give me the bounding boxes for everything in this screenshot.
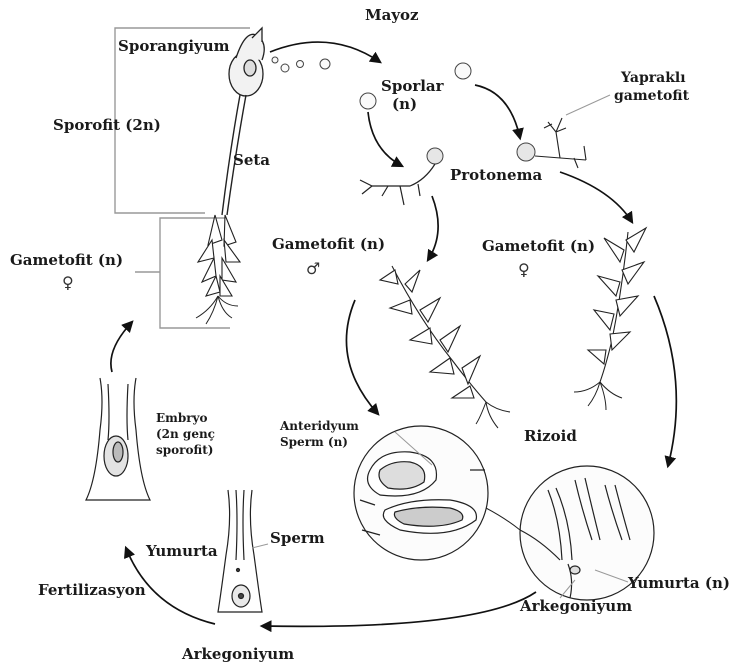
protonema-label: Protonema: [450, 167, 542, 184]
arkegoniyum-bottom-label: Arkegoniyum: [182, 646, 294, 663]
female-rhizoid-icon: [574, 382, 622, 410]
embryo-label: Embryo: [156, 412, 208, 426]
gametophyte-plant-icon: [198, 215, 240, 296]
yaprakli-label: Yapraklı: [621, 70, 686, 86]
yaprakli-gametofit-label: gametofit: [614, 88, 689, 104]
female-symbol-right: ♀: [518, 261, 530, 279]
sporlar-label: Sporlar: [381, 78, 444, 95]
sporangium-capsule-icon: [229, 28, 264, 96]
leader-line: [252, 544, 268, 548]
male-symbol: ♂: [306, 260, 320, 278]
yumurta-n-label: Yumurta (n): [628, 575, 730, 592]
gametofit-right-label: Gametofit (n): [482, 238, 595, 255]
male-rhizoid-icon: [476, 402, 510, 428]
rizoid-label: Rizoid: [524, 428, 577, 445]
sperm-label: Sperm: [270, 530, 325, 547]
embryo-icon: [86, 378, 150, 500]
sporangiyum-label: Sporangiyum: [118, 38, 230, 55]
sperm-path-connector: [486, 508, 520, 530]
embryo-sporofit-label: sporofit): [156, 444, 213, 458]
gametofit-left-label: Gametofit (n): [10, 252, 123, 269]
female-symbol-left: ♀: [62, 274, 74, 292]
leader-line: [566, 95, 610, 115]
protonema-icon: [360, 164, 435, 205]
seta-label: Seta: [233, 152, 270, 169]
sporlar-n-label: (n): [392, 96, 417, 113]
anteridyum-label: Anteridyum: [280, 420, 359, 434]
female-gametophyte-plant: [588, 228, 646, 382]
male-gametophyte-plant: [380, 266, 486, 402]
mayoz-label: Mayoz: [365, 7, 419, 24]
fertilizasyon-label: Fertilizasyon: [38, 582, 146, 599]
antheridium-section-icon: [354, 426, 488, 560]
embryo-2n-label: (2n genç: [156, 428, 215, 442]
leafy-gametophyte-icon: [535, 118, 586, 168]
archegonium-icon: [218, 490, 262, 612]
sporofit-label: Sporofit (2n): [53, 117, 161, 134]
arkegoniyum-right-label: Arkegoniyum: [520, 598, 632, 615]
yumurta-label: Yumurta: [146, 543, 218, 560]
rhizoid-icon: [196, 296, 238, 324]
anteridyum-sperm-label: Sperm (n): [280, 436, 348, 450]
gametofit-mid-label: Gametofit (n): [272, 236, 385, 253]
